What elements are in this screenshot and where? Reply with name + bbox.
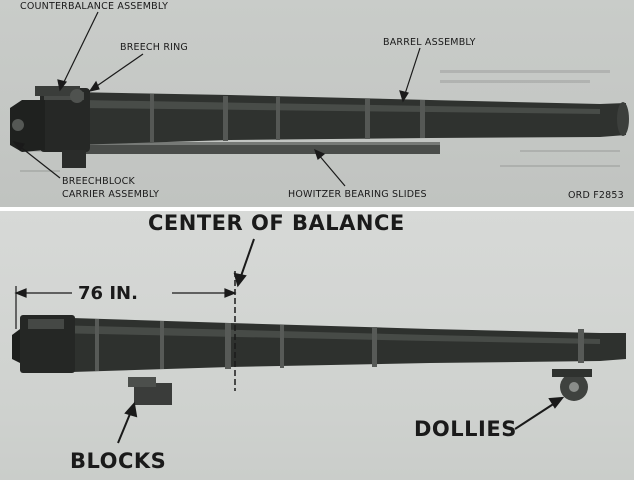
bottom-photo-panel: CENTER OF BALANCE 76 IN. BLOCKS DOLLIES: [0, 211, 634, 480]
top-photo-panel: COUNTERBALANCE ASSEMBLY BREECH RING BARR…: [0, 0, 634, 207]
leader-lines-bottom: [117, 238, 565, 444]
dimension-line: [14, 286, 237, 329]
howitzer-barrel-side-photo: [10, 11, 629, 187]
lug: [62, 150, 86, 168]
label-breechblock: BREECHBLOCK: [62, 176, 135, 187]
muzzle: [617, 102, 629, 136]
figure-number: ORD F2853: [568, 190, 624, 201]
label-carrier-assembly: CARRIER ASSEMBLY: [62, 189, 160, 200]
label-breech-ring: BREECH RING: [120, 42, 188, 53]
label-76-in: 76 IN.: [78, 283, 138, 304]
howitzer-balance-photo: [12, 238, 626, 444]
breechblock-carrier: [10, 100, 45, 152]
label-howitzer-bearing-slides: HOWITZER BEARING SLIDES: [288, 189, 427, 200]
barrel-tube-bottom: [40, 317, 626, 373]
label-center-of-balance: CENTER OF BALANCE: [148, 211, 405, 235]
leader-lines-top: [12, 11, 421, 187]
counterbalance-assembly: [35, 86, 80, 96]
breech-end: [20, 315, 75, 373]
breech-ring: [40, 88, 90, 152]
label-blocks: BLOCKS: [70, 449, 167, 473]
label-counterbalance-assembly: COUNTERBALANCE ASSEMBLY: [20, 1, 169, 12]
panel-divider: [0, 207, 634, 211]
label-dollies: DOLLIES: [414, 417, 517, 441]
label-barrel-assembly: BARREL ASSEMBLY: [383, 37, 476, 48]
block-support: [134, 383, 172, 405]
